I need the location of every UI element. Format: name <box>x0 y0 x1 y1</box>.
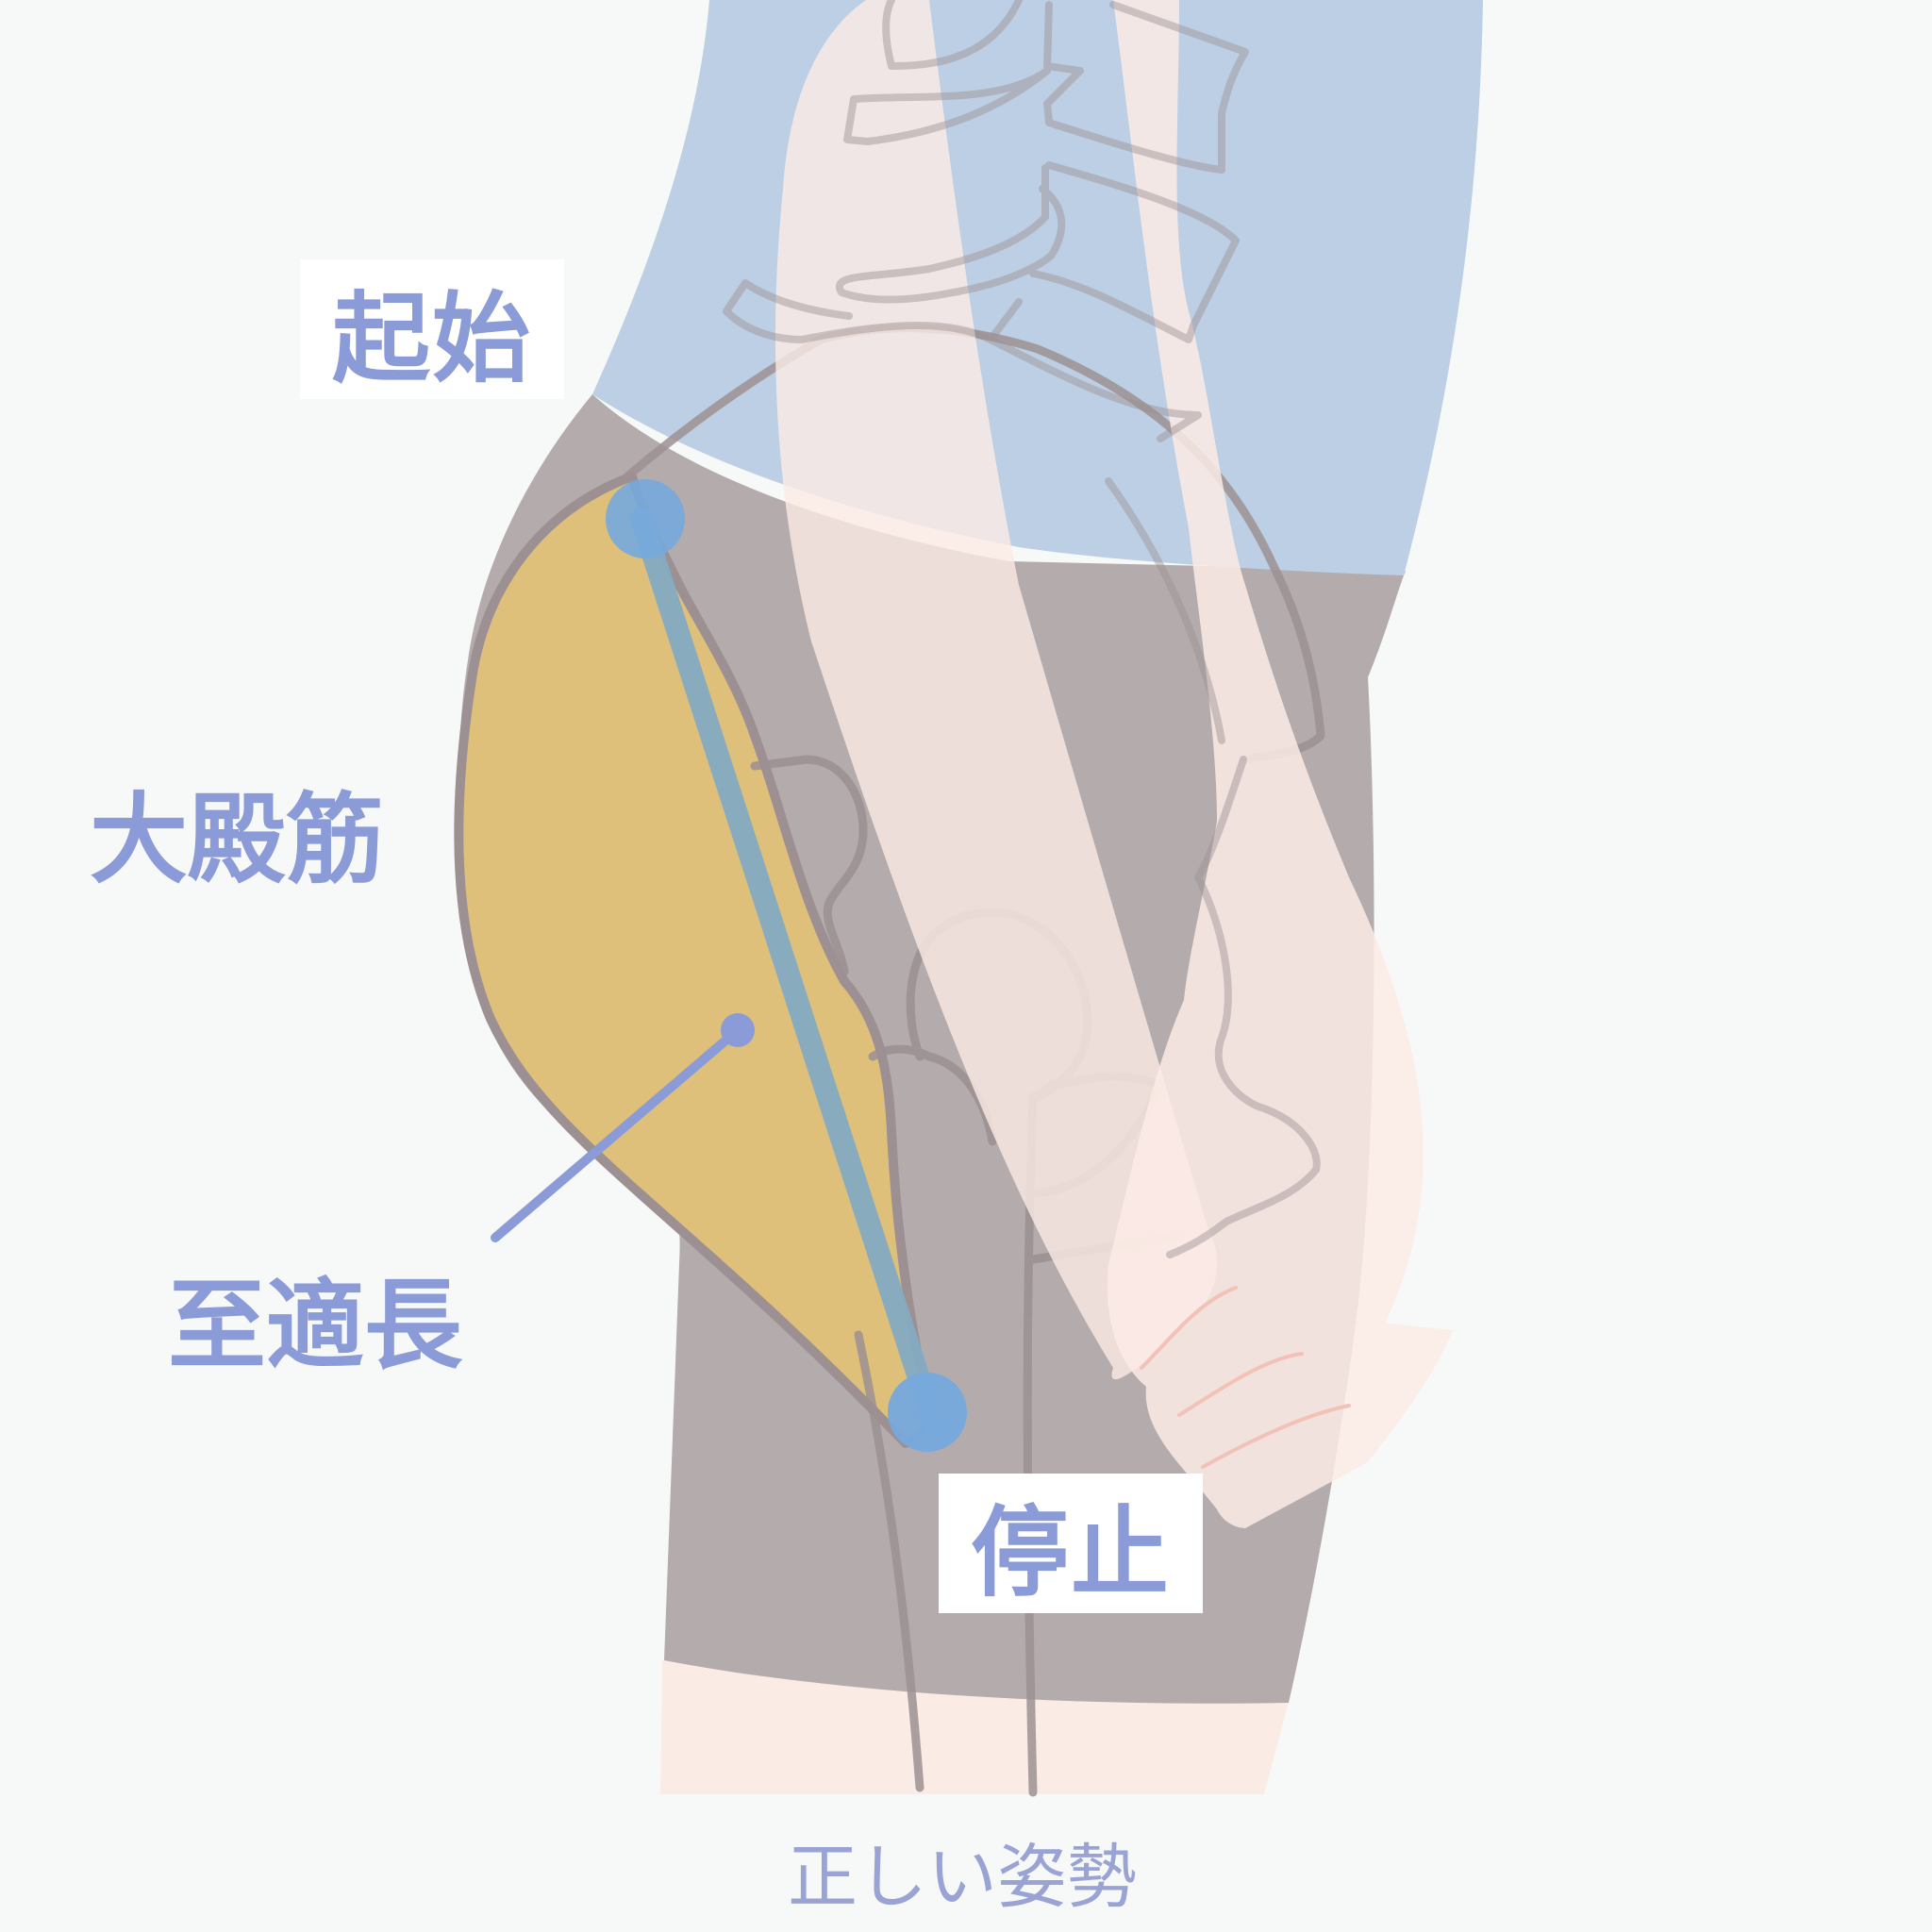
insertion-point <box>888 1373 967 1452</box>
insertion-label-box: 停止 <box>939 1474 1203 1613</box>
hand-fingers <box>1140 1286 1351 1469</box>
origin-label: 起始 <box>331 280 532 396</box>
hand <box>1107 0 1453 1528</box>
muscle-length-line <box>630 508 945 1436</box>
caption: 正しい姿勢 <box>788 1837 1137 1918</box>
optimal-length-pointer-dot <box>721 1013 755 1047</box>
muscle-name-label: 大殿筋 <box>90 782 385 897</box>
insertion-label: 停止 <box>970 1494 1171 1610</box>
origin-label-box: 起始 <box>300 259 564 399</box>
optimal-length-pointer <box>491 1025 742 1242</box>
optimal-length-label: 至適長 <box>168 1268 463 1383</box>
origin-point <box>606 479 685 558</box>
lumbar-spine-outline <box>723 0 1321 1258</box>
arm <box>774 0 1217 1380</box>
